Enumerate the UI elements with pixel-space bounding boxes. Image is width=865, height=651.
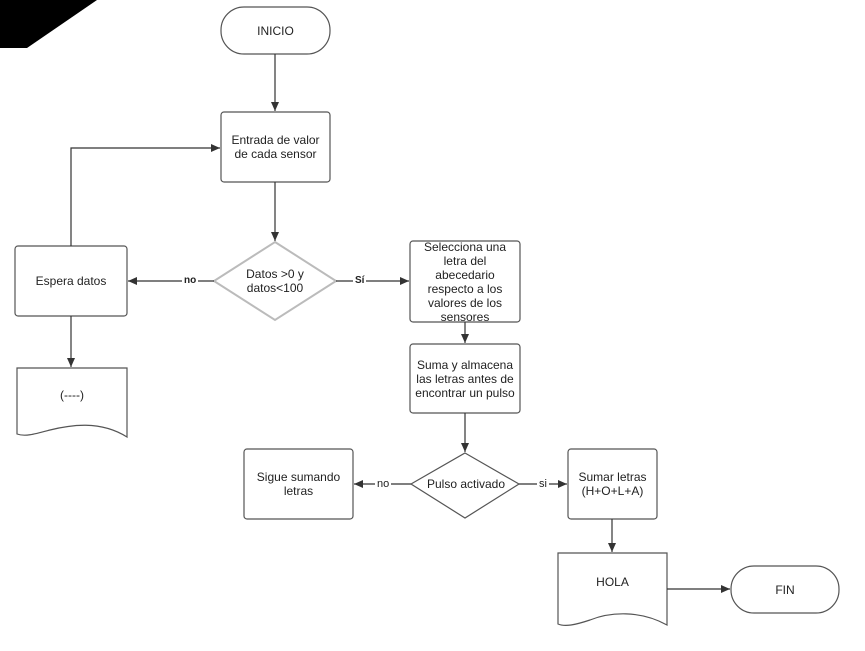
corner-decoration bbox=[0, 0, 97, 48]
sigue-process-box bbox=[243, 448, 354, 520]
datos-decision-label: Datos >0 y datos<100 bbox=[246, 267, 304, 295]
pulso-no-edge-label: no bbox=[375, 478, 392, 490]
selecciona-label: Selecciona una letra del abecedario resp… bbox=[423, 239, 507, 324]
datos-no-edge-label: no bbox=[182, 275, 199, 287]
pulso-decision-diamond bbox=[409, 452, 521, 519]
hola-document-shape bbox=[557, 552, 668, 627]
espera-label: Espera datos bbox=[35, 274, 107, 288]
sumar-letras-label: Sumar letras (H+O+L+A) bbox=[578, 470, 647, 498]
inicio-label: INICIO bbox=[257, 23, 294, 38]
pulso-decision-label: Pulso activado bbox=[426, 477, 506, 491]
entrada-label: Entrada de valor de cada sensor bbox=[231, 133, 320, 161]
hola-label: HOLA bbox=[596, 575, 629, 589]
fin-terminator bbox=[730, 565, 840, 614]
datos-decision-diamond bbox=[212, 240, 338, 322]
pulso-si-edge-label: si bbox=[537, 478, 549, 490]
edge-espera-entrada-loop bbox=[70, 144, 220, 246]
fin-label: FIN bbox=[775, 582, 795, 597]
placeholder-doc-label: (----) bbox=[60, 388, 84, 402]
placeholder-document-shape bbox=[16, 367, 128, 439]
sigue-label: Sigue sumando letras bbox=[256, 470, 341, 498]
datos-si-edge-label: Sí bbox=[353, 275, 367, 287]
suma-label: Suma y almacena las letras antes de enco… bbox=[415, 357, 515, 400]
